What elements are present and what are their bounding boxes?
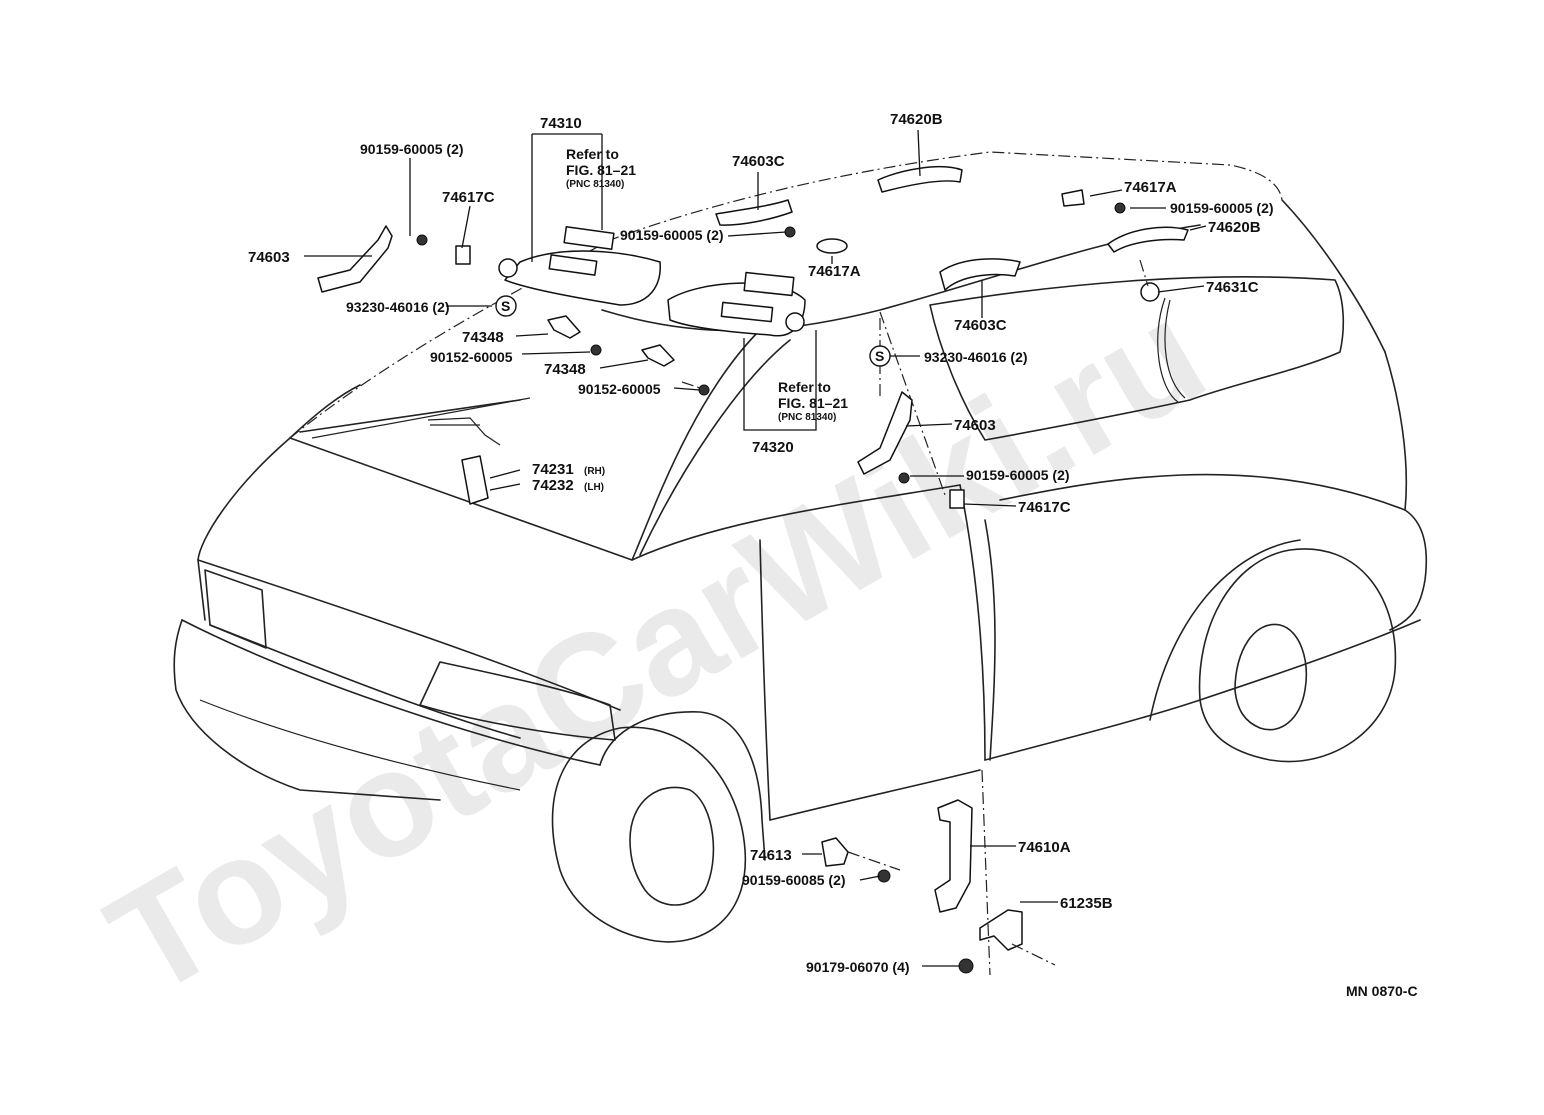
visor-holder-a: [547, 315, 581, 339]
label-74320: 74320: [752, 439, 794, 456]
callout-labels: 74310 74320 74620B 74603C 74603C 74617C …: [248, 111, 1418, 999]
label-90159-85: 90159-60085 (2): [742, 872, 846, 888]
label-90152-a: 90152-60005: [430, 349, 513, 365]
label-74310: 74310: [540, 115, 582, 132]
label-74232-side: (LH): [584, 482, 604, 493]
screw-icon: [784, 226, 796, 238]
refer-note-bottom: Refer to FIG. 81–21 (PNC 81340): [778, 379, 848, 423]
label-74620b-top: 74620B: [890, 111, 943, 128]
assist-grip-top: [715, 199, 793, 226]
sun-visor-left: [504, 250, 661, 306]
svg-text:Refer to: Refer to: [566, 146, 619, 162]
assist-grip-right: [857, 391, 913, 475]
s-mark-right: S: [869, 345, 891, 367]
refer-note-top: Refer to FIG. 81–21 (PNC 81340): [566, 146, 636, 190]
clip-74617c-left: [455, 245, 471, 265]
svg-text:S: S: [875, 348, 884, 364]
clip-74617c-right: [949, 489, 965, 509]
label-90159-a: 90159-60005 (2): [360, 141, 464, 157]
assist-grip-74620b: [877, 165, 963, 193]
screw-icon: [416, 234, 428, 246]
label-74603c-top: 74603C: [732, 153, 785, 170]
nut-icon: [958, 958, 974, 974]
leader-lines: [304, 129, 1207, 967]
svg-text:(PNC 81340): (PNC 81340): [566, 179, 624, 190]
assist-grip-74610a: [934, 799, 973, 913]
label-61235b: 61235B: [1060, 895, 1113, 912]
label-74617a-small: 74617A: [808, 263, 861, 280]
clip-74631c: [1140, 282, 1160, 302]
label-90159-c: 90159-60005 (2): [1170, 200, 1274, 216]
screw-icon: [698, 384, 710, 396]
svg-text:FIG. 81–21: FIG. 81–21: [566, 162, 636, 178]
cap-74617a: [816, 238, 848, 254]
van-outline: [173, 151, 1428, 943]
screw-icon: [1114, 202, 1126, 214]
label-74610a: 74610A: [1018, 839, 1071, 856]
s-mark-left: S: [495, 295, 517, 317]
label-93230-b: 93230-46016 (2): [924, 349, 1028, 365]
label-74617c-left: 74617C: [442, 189, 495, 206]
label-74617a-right: 74617A: [1124, 179, 1177, 196]
label-93230-a: 93230-46016 (2): [346, 299, 450, 315]
cap-74617a-right: [1061, 189, 1085, 207]
label-90159-d: 90159-60005 (2): [966, 467, 1070, 483]
assist-grip-mid: [939, 258, 1021, 291]
screw-icon: [898, 472, 910, 484]
label-90159-b: 90159-60005 (2): [620, 227, 724, 243]
svg-text:FIG. 81–21: FIG. 81–21: [778, 395, 848, 411]
bracket-74613: [821, 837, 849, 867]
parts: [317, 165, 1189, 976]
label-74348-b: 74348: [544, 361, 586, 378]
visor-holder-b: [641, 344, 675, 367]
svg-text:S: S: [501, 298, 510, 314]
label-74631c: 74631C: [1206, 279, 1259, 296]
screw-icon: [590, 344, 602, 356]
svg-text:(PNC 81340): (PNC 81340): [778, 412, 836, 423]
label-90179: 90179-06070 (4): [806, 959, 910, 975]
rear-view-mirror: [461, 455, 489, 505]
assist-grip-left: [317, 225, 393, 293]
svg-text:Refer to: Refer to: [778, 379, 831, 395]
label-74603-right: 74603: [954, 417, 996, 434]
label-74603c-mid: 74603C: [954, 317, 1007, 334]
bracket-61235b: [979, 909, 1023, 951]
label-74348-a: 74348: [462, 329, 504, 346]
label-74617c-right: 74617C: [1018, 499, 1071, 516]
label-90152-b: 90152-60005: [578, 381, 661, 397]
label-74231: 74231: [532, 461, 574, 478]
label-74232: 74232: [532, 477, 574, 494]
figure-code: MN 0870-C: [1346, 983, 1418, 999]
label-74231-side: (RH): [584, 466, 605, 477]
label-74603-left: 74603: [248, 249, 290, 266]
label-74613: 74613: [750, 847, 792, 864]
assist-grip-74620b-right: [1107, 226, 1189, 253]
label-74620b-right: 74620B: [1208, 219, 1261, 236]
